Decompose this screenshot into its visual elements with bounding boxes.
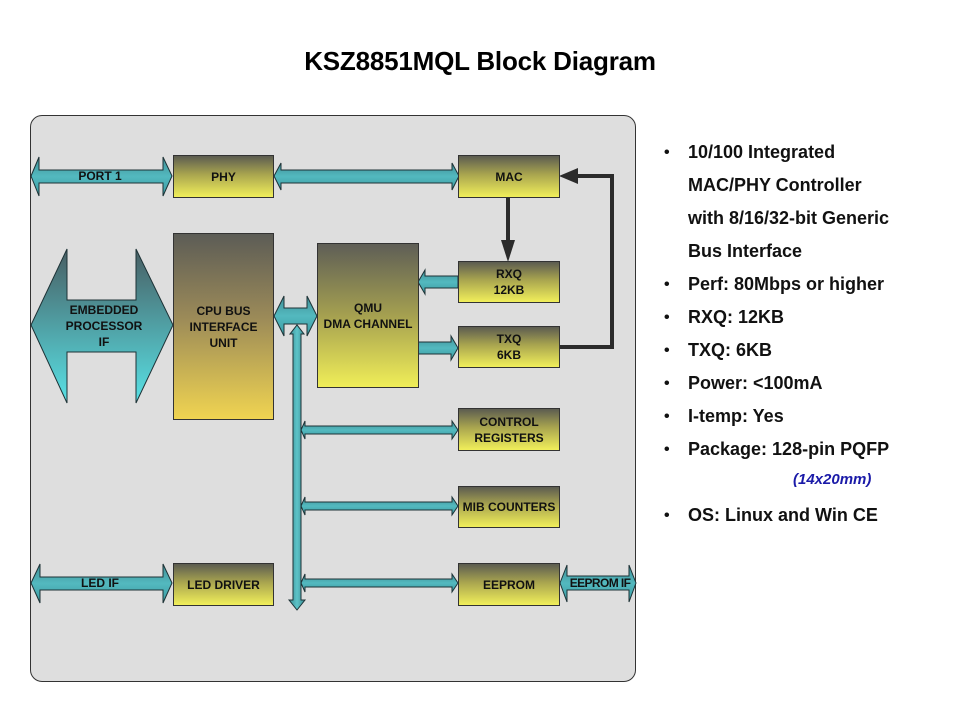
feature-list: •10/100 Integrated MAC/PHY Controller wi…	[660, 140, 960, 536]
feature-item: •OS: Linux and Win CE	[664, 505, 878, 525]
feature-item: •10/100 Integrated	[664, 142, 836, 162]
feature-item-continuation: with 8/16/32-bit Generic	[688, 208, 890, 228]
control-registers-block: CONTROL REGISTERS	[458, 408, 560, 451]
feature-item: •Package: 128-pin PQFP	[664, 439, 890, 459]
rxq-block: RXQ 12KB	[458, 261, 560, 303]
feature-item: •Power: <100mA	[664, 373, 823, 393]
embedded-processor-if-label: EMBEDDED PROCESSOR IF	[65, 303, 143, 349]
feature-item-continuation: Bus Interface	[688, 241, 803, 261]
feature-item-continuation: MAC/PHY Controller	[688, 175, 862, 195]
port1-arrow	[30, 156, 173, 197]
mac-rxq-arrow	[501, 196, 515, 262]
page-title: KSZ8851MQL Block Diagram	[304, 46, 656, 76]
bus-eeprom-arrow	[300, 572, 459, 594]
phy-mac-arrow	[273, 162, 460, 191]
led-if-arrow	[30, 563, 173, 604]
bus-control-registers-arrow	[300, 419, 459, 441]
feature-item: •I-temp: Yes	[664, 406, 784, 426]
feature-item: •RXQ: 12KB	[664, 307, 785, 327]
feature-item: •Perf: 80Mbps or higher	[664, 274, 885, 294]
txq-mac-feedback-arrow	[559, 168, 614, 349]
mib-counters-block: MIB COUNTERS	[458, 486, 560, 528]
qmu-dma-channel-block: QMU DMA CHANNEL	[317, 243, 419, 388]
feature-item: •TXQ: 6KB	[664, 340, 773, 360]
led-driver-block: LED DRIVER	[173, 563, 274, 606]
eeprom-if-arrow	[559, 564, 637, 603]
rxq-qmu-arrow	[417, 268, 459, 296]
package-size-note: (14x20mm)	[793, 471, 872, 488]
eeprom-if-label: EEPROM IF	[569, 576, 631, 590]
txq-block: TXQ 6KB	[458, 326, 560, 368]
led-if-label: LED IF	[81, 576, 119, 590]
bus-mib-counters-arrow	[300, 495, 459, 517]
internal-bus-arrow	[287, 324, 307, 611]
qmu-txq-arrow	[417, 334, 459, 362]
mac-block: MAC	[458, 155, 560, 198]
phy-block: PHY	[173, 155, 274, 198]
port1-label: PORT 1	[78, 169, 122, 183]
eeprom-block: EEPROM	[458, 563, 560, 606]
cpu-bus-interface-unit-block: CPU BUS INTERFACE UNIT	[173, 233, 274, 420]
